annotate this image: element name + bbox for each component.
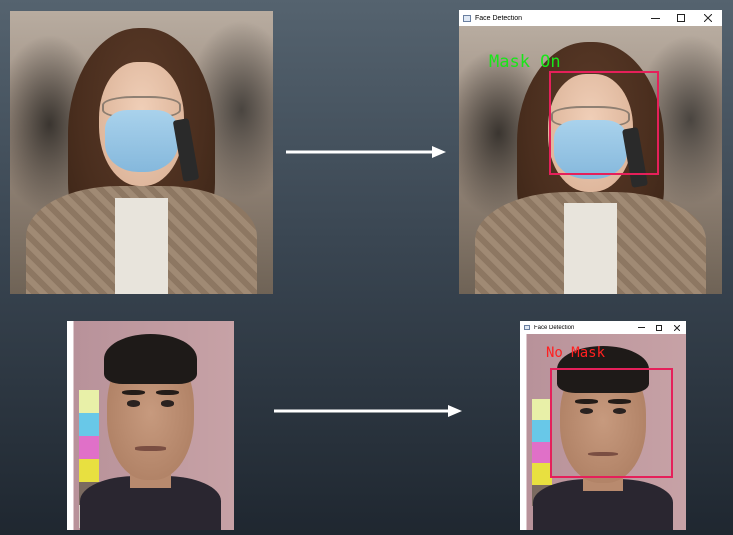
maximize-icon[interactable] [650, 321, 668, 334]
app-icon [524, 325, 530, 330]
window-title: Face Detection [475, 14, 523, 22]
close-icon[interactable] [668, 321, 686, 334]
minimize-icon[interactable] [632, 321, 650, 334]
window-titlebar: Face Detection [520, 321, 686, 334]
face-bounding-box [549, 71, 659, 175]
woman-image [10, 11, 273, 294]
face-detection-window-bottom: Face Detection No Mask [520, 321, 686, 530]
window-titlebar: Face Detection [459, 10, 722, 26]
minimize-icon[interactable] [642, 10, 668, 26]
face-detection-window-top: Face Detection Mask On [459, 10, 722, 294]
app-icon [463, 14, 471, 22]
detection-frame: Mask On [459, 26, 722, 294]
woman-image [459, 26, 722, 294]
man-image [67, 321, 234, 530]
detection-frame: No Mask [520, 334, 686, 530]
mask-status-label: No Mask [546, 345, 606, 361]
input-photo-unmasked [67, 321, 234, 530]
face-bounding-box [550, 368, 673, 478]
input-photo-masked [10, 11, 273, 294]
arrow-right-icon [286, 146, 446, 158]
arrow-right-icon [274, 405, 462, 417]
maximize-icon[interactable] [668, 10, 694, 26]
window-title: Face Detection [534, 324, 575, 331]
close-icon[interactable] [694, 10, 722, 26]
mask-status-label: Mask On [489, 52, 561, 72]
